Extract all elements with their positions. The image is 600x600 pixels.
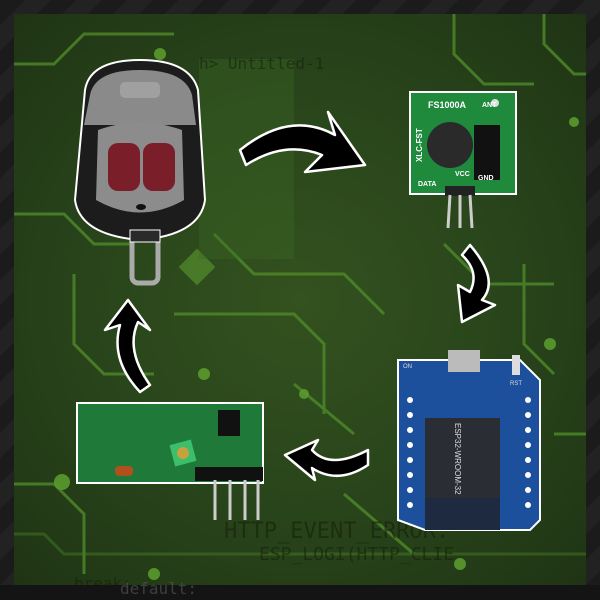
remote-control [73, 58, 207, 286]
code-text: ESP_LOGI(HTTP_CLIE [259, 544, 455, 565]
esp32-board: ESP32-WROOM-32 ON RST [397, 350, 541, 531]
pin-label-gnd: GND [478, 175, 494, 182]
remote-button-left [108, 143, 140, 191]
code-text: default: [120, 579, 198, 598]
receiver-module [76, 402, 264, 520]
arrow-remote-to-transmitter [238, 110, 367, 174]
pin-label-data: DATA [418, 181, 436, 188]
led-label: ON [403, 364, 412, 370]
esp32-module-label: ESP32-WROOM-32 [453, 423, 462, 495]
arrow-receiver-to-remote [103, 298, 152, 394]
code-text: break; [74, 574, 132, 586]
bottom-bar: default: [0, 579, 600, 600]
transmitter-module: FS1000A ANT XLC-FST DATA VCC GND [409, 91, 517, 229]
pin-label-vcc: VCC [455, 171, 470, 178]
transmitter-model-label: FS1000A [428, 100, 467, 110]
remote-button-right [143, 143, 175, 191]
code-text: h> Untitled-1 [199, 54, 325, 73]
arrow-transmitter-to-esp32 [456, 243, 497, 324]
pin-label-ant: ANT [482, 102, 497, 109]
arrow-esp32-to-receiver [283, 438, 370, 482]
transmitter-side-label: XLC-FST [415, 128, 424, 162]
reset-label: RST [510, 381, 522, 387]
